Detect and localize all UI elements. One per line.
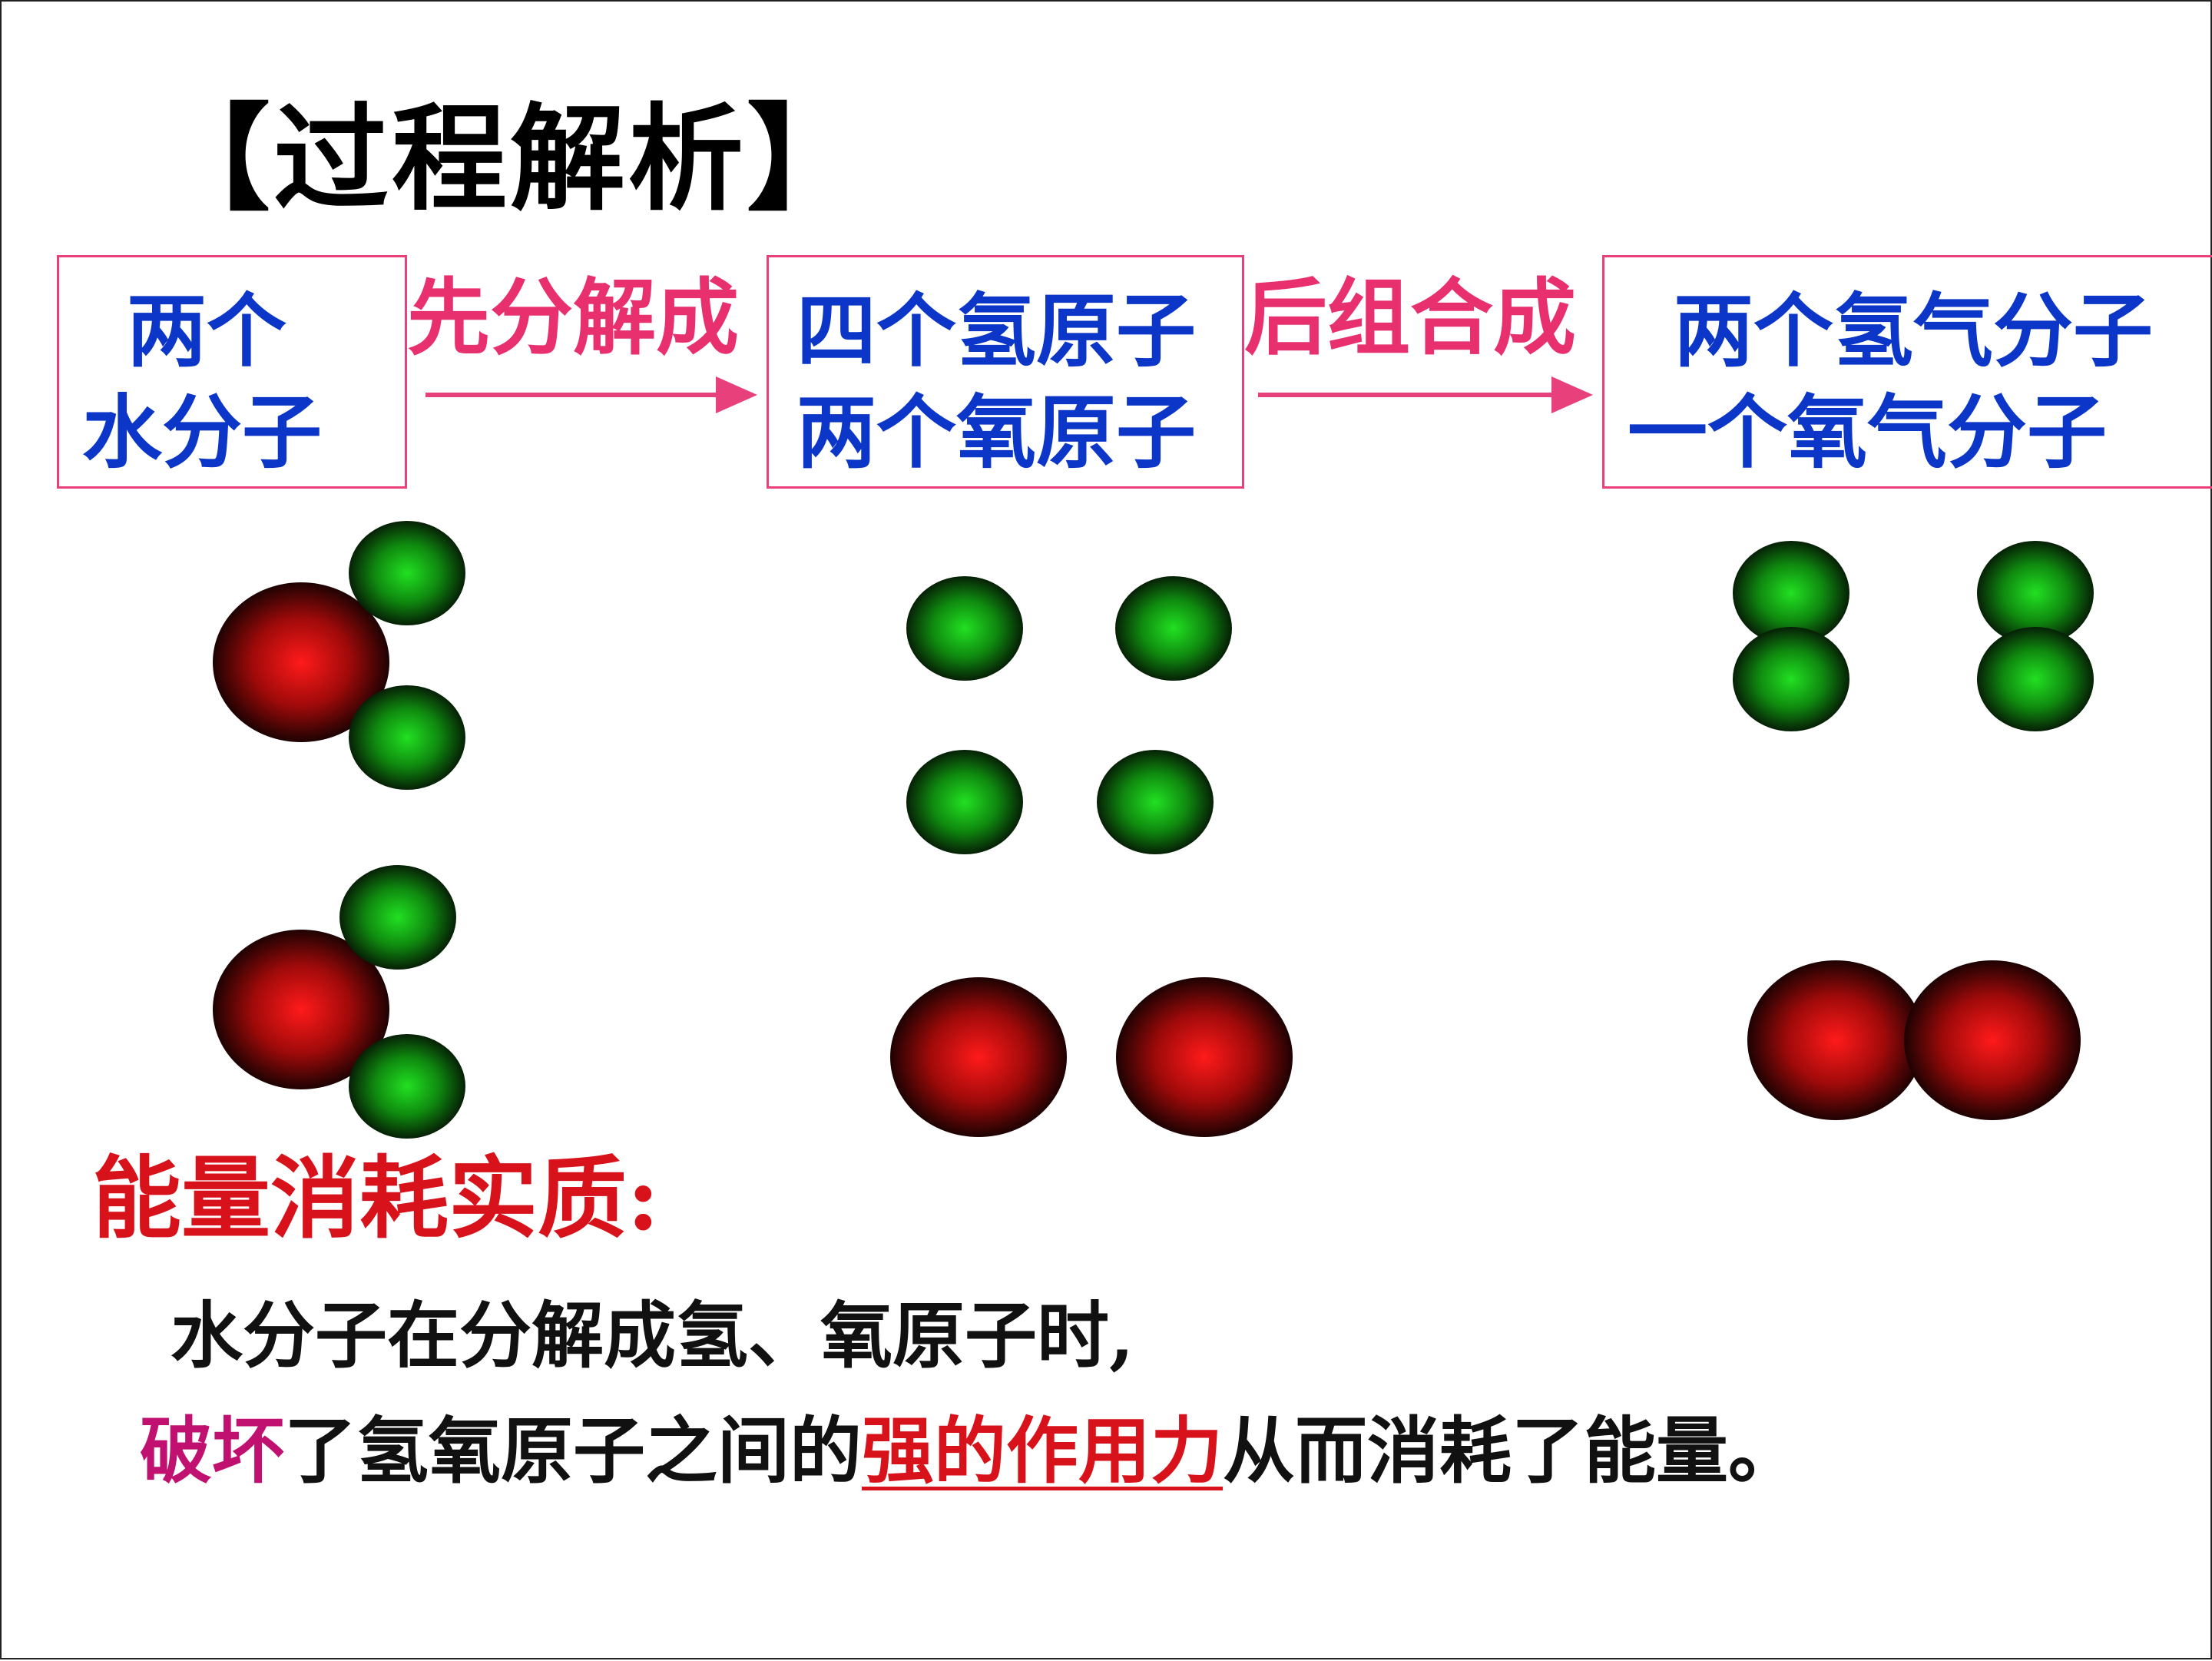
explanation-line-2: 破坏了氢氧原子之间的强的作用力从而消耗了能量。 xyxy=(140,1415,1800,1487)
hydrogen-atom xyxy=(906,576,1023,681)
highlight-strong-force: 强的作用力 xyxy=(862,1409,1224,1494)
highlight-break: 破坏 xyxy=(140,1409,285,1494)
hydrogen-atom xyxy=(1097,750,1214,854)
hydrogen-atom xyxy=(349,521,465,625)
box-water-line1: 两个 xyxy=(127,283,287,378)
oxygen-atom xyxy=(1904,960,2081,1120)
step-decompose-label: 先分解成 xyxy=(407,270,740,366)
hydrogen-atom xyxy=(349,685,465,790)
step-combine-label: 后组合成 xyxy=(1244,270,1577,366)
box-products: 两个氢气分子 一个氧气分子 xyxy=(1602,255,2212,489)
hydrogen-atom xyxy=(349,1034,465,1139)
water-molecule-1 xyxy=(213,521,465,790)
oxygen-atom xyxy=(890,977,1067,1137)
hydrogen-atom xyxy=(1115,576,1232,681)
box-products-line1: 两个氢气分子 xyxy=(1674,283,2154,378)
box-water-line2: 水分子 xyxy=(82,385,323,479)
box-atoms: 四个氢原子 两个氧原子 xyxy=(767,255,1244,489)
oxygen-molecule xyxy=(1747,960,2081,1120)
oxygen-atom xyxy=(1116,977,1293,1137)
box-water-molecules: 两个 水分子 xyxy=(57,255,407,489)
oxygen-atom xyxy=(1747,960,1924,1120)
explanation-text: 了氢氧原子之间的 xyxy=(284,1409,863,1494)
separated-atoms xyxy=(890,576,1293,1137)
slide-title: 【过程解析】 xyxy=(155,91,866,227)
hydrogen-atom xyxy=(339,865,456,970)
box-products-line2: 一个氧气分子 xyxy=(1628,385,2108,479)
box-atoms-line2: 两个氧原子 xyxy=(796,385,1197,479)
hydrogen-atom xyxy=(1977,541,2094,645)
box-atoms-line1: 四个氢原子 xyxy=(796,283,1197,378)
explanation-line-1: 水分子在分解成氢、氧原子时, xyxy=(171,1294,1134,1378)
hydrogen-atom xyxy=(1977,627,2094,731)
hydrogen-atom xyxy=(1733,541,1849,645)
hydrogen-molecule-2 xyxy=(1977,541,2094,731)
hydrogen-atom xyxy=(1733,627,1849,731)
hydrogen-molecule-1 xyxy=(1733,541,1849,731)
energy-heading: 能量消耗实质: xyxy=(92,1146,660,1251)
oxygen-atom xyxy=(213,582,389,742)
oxygen-atom xyxy=(213,930,389,1089)
explanation-text-end: 从而消耗了能量。 xyxy=(1223,1409,1801,1494)
hydrogen-atom xyxy=(906,750,1023,854)
water-molecule-2 xyxy=(213,865,465,1139)
